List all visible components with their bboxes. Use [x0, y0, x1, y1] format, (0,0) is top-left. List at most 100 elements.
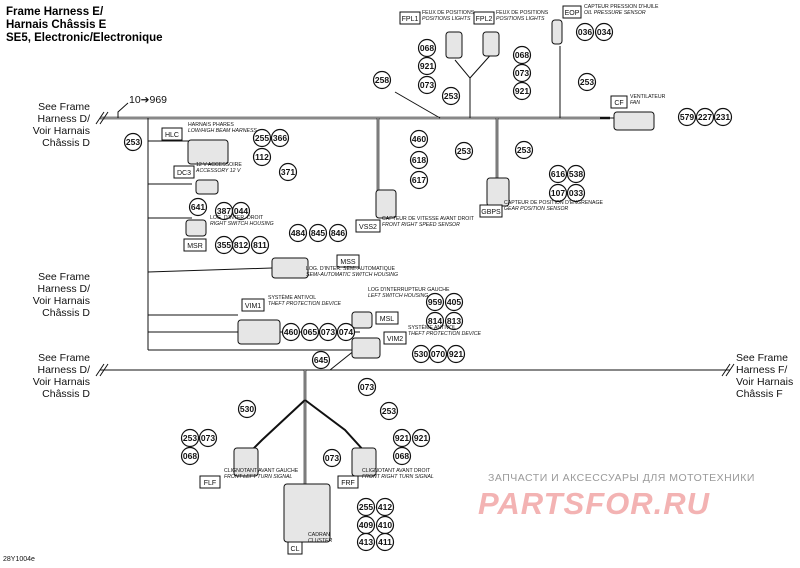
part-number-text: 959 [428, 297, 442, 307]
part-number-text: 253 [444, 91, 458, 101]
connector-desc-fr: CAPTEUR DE POSITION D'ENGRENAGE [504, 200, 604, 206]
connector-desc-en: LOW/HIGH BEAM HARNESS [188, 128, 257, 134]
part-number-bubble [379, 401, 399, 421]
part-number-bubble [278, 162, 298, 182]
side-ref-text: Voir Harnais [32, 125, 90, 137]
part-number-bubble [548, 164, 568, 184]
connector-code: MSS [340, 259, 356, 266]
part-number-bubble [356, 532, 376, 552]
connector-code-box [473, 11, 495, 25]
connector-code: DC3 [177, 170, 191, 177]
title-line-1: Frame Harness E/ [6, 6, 104, 18]
part-number-text: 033 [569, 188, 583, 198]
part-number-text: 253 [517, 145, 531, 155]
part-number-text: 460 [284, 327, 298, 337]
part-number-bubble [677, 107, 697, 127]
side-ref-text: Châssis D [42, 137, 90, 149]
connector-desc-en: RIGHT SWITCH HOUSING [210, 221, 274, 227]
connector-body [351, 447, 377, 477]
part-number-text: 112 [255, 152, 269, 162]
part-number-bubble [231, 201, 251, 221]
connector-desc-en: THEFT PROTECTION DEVICE [408, 331, 481, 337]
part-number-bubble [281, 322, 301, 342]
range-label: 10➔969 [129, 94, 167, 106]
connector-desc-fr: CLIGNOTANT AVANT DROIT [362, 468, 431, 474]
part-number-bubble [308, 223, 328, 243]
connector-body [271, 257, 309, 279]
connector-desc-en: OIL PRESSURE SENSOR [584, 10, 646, 16]
connector-code: CF [614, 100, 623, 107]
connector-desc-en: GEAR POSITION SENSOR [504, 206, 569, 212]
connector-body [445, 31, 463, 59]
part-number-text: 253 [457, 146, 471, 156]
side-ref-text: See Frame [38, 271, 90, 283]
part-number-text: 921 [395, 433, 409, 443]
part-number-text: 074 [339, 327, 353, 337]
connector-desc-fr: FEUX DE POSITIONS [422, 10, 475, 16]
part-number-text: 068 [515, 50, 529, 60]
part-number-bubble [512, 63, 532, 83]
connector-code: EOP [565, 10, 580, 17]
connector-code-box [399, 11, 421, 25]
side-ref-text: See Frame [38, 352, 90, 364]
part-number-text: 813 [447, 316, 461, 326]
part-number-bubble [411, 428, 431, 448]
connector-code-box [355, 219, 381, 233]
connector-desc-en: ACCESSORY 12 V [195, 168, 241, 174]
connector-desc-fr: HARNAIS PHARES [188, 122, 234, 128]
part-number-text: 412 [378, 502, 392, 512]
side-ref-text: See Frame [38, 101, 90, 113]
connector-desc-en: POSITIONS LIGHTS [422, 16, 471, 22]
connector-body [185, 219, 207, 237]
watermark-logo: PARTSFOR.RU [478, 486, 711, 521]
connector-desc-fr: 12 V ACCESSOIRE [196, 162, 242, 168]
connector-code-box [199, 475, 221, 489]
part-number-bubble [428, 344, 448, 364]
connector-desc-fr: VENTILATEUR [630, 94, 666, 100]
part-number-bubble [425, 311, 445, 331]
part-number-text: 034 [597, 27, 611, 37]
part-number-bubble [392, 446, 412, 466]
part-number-bubble [328, 223, 348, 243]
part-number-text: 253 [126, 137, 140, 147]
connector-desc-en: CLUSTER [308, 538, 332, 544]
connector-desc-en: FRONT LEFT TURN SIGNAL [224, 474, 292, 480]
part-number-text: 073 [515, 68, 529, 78]
connector-desc-fr: LOG. D'INTER. SEMI-AUTOMATIQUE [306, 266, 396, 272]
part-number-bubble [444, 311, 464, 331]
connector-desc-en: FRONT RIGHT SPEED SENSOR [382, 222, 460, 228]
part-number-text: 618 [412, 155, 426, 165]
connector-body [551, 19, 563, 45]
part-number-bubble [356, 497, 376, 517]
connector-desc-en: THEFT PROTECTION DEVICE [268, 301, 341, 307]
part-number-bubble [441, 86, 461, 106]
diagram-title: Frame Harness E/ Harnais Châssis E SE5, … [6, 6, 163, 45]
part-number-text: 068 [183, 451, 197, 461]
part-number-text: 846 [331, 228, 345, 238]
part-number-bubble [695, 107, 715, 127]
connector-code: VIM1 [245, 303, 261, 310]
connector-code: MSL [380, 316, 395, 323]
part-number-text: 073 [325, 453, 339, 463]
side-ref-left-mid: See Frame Harness D/ Voir Harnais Châssi… [10, 271, 90, 319]
part-number-bubble [409, 129, 429, 149]
part-number-bubble [575, 22, 595, 42]
part-number-bubble [180, 446, 200, 466]
part-number-bubble [417, 75, 437, 95]
connector-body [195, 179, 219, 195]
part-number-text: 921 [414, 433, 428, 443]
part-number-text: 530 [414, 349, 428, 359]
part-number-bubble [566, 164, 586, 184]
side-ref-text: See Frame [736, 352, 788, 364]
connector-code: VSS2 [359, 224, 377, 231]
connector-desc-en: POSITIONS LIGHTS [496, 16, 545, 22]
connector-desc-en: FAN [630, 100, 640, 106]
part-number-text: 371 [281, 167, 295, 177]
part-number-text: 811 [253, 240, 267, 250]
side-ref-text: Voir Harnais [32, 295, 90, 307]
part-number-text: 921 [420, 61, 434, 71]
part-number-text: 617 [412, 175, 426, 185]
connector-code: CL [291, 546, 300, 553]
